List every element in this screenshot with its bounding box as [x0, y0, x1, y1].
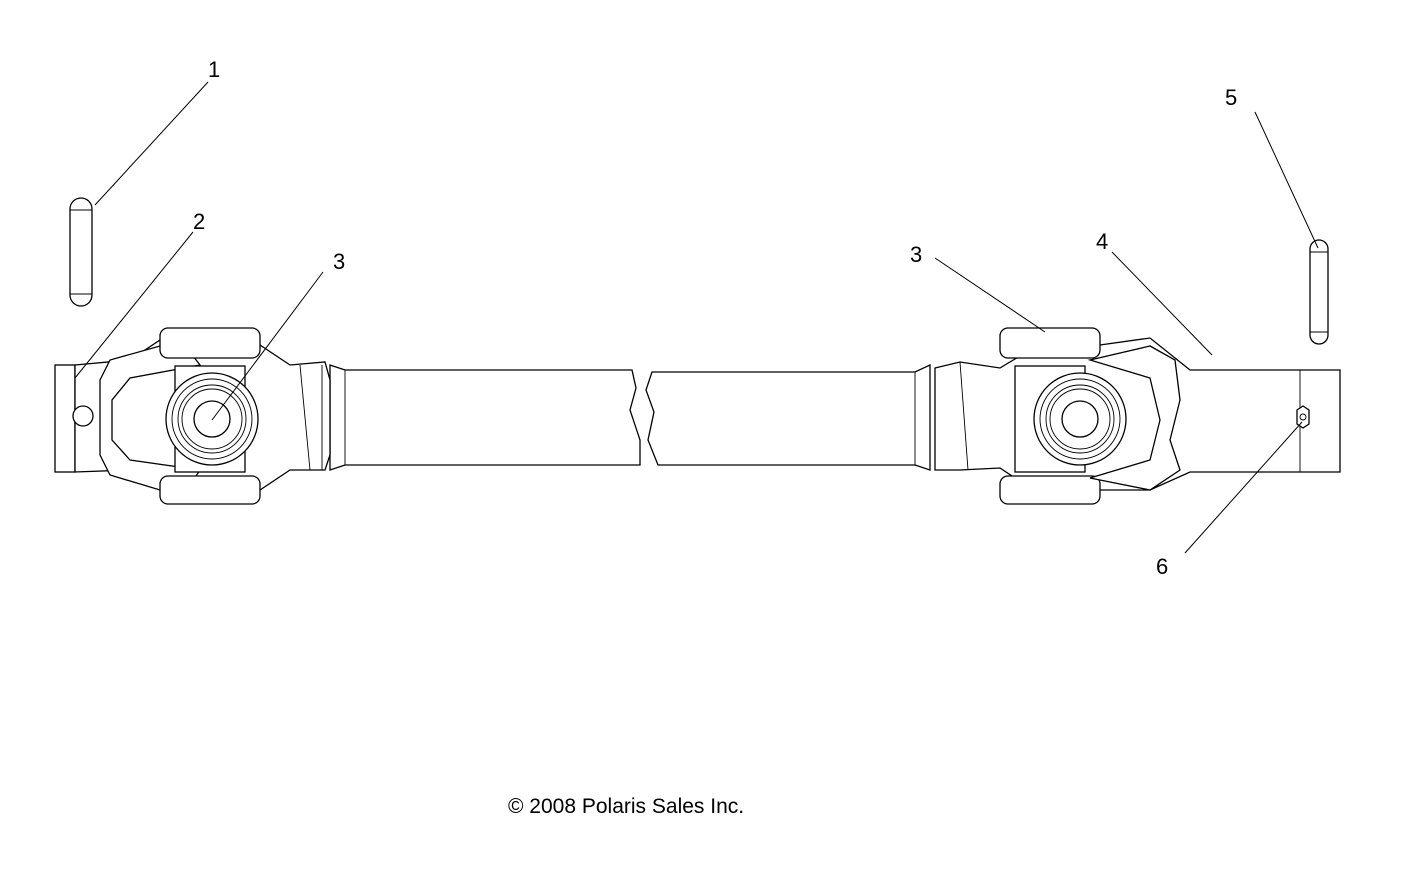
grease-fitting: [1296, 405, 1310, 429]
callout-5: 5: [1225, 85, 1238, 110]
roll-pin-1: [69, 197, 93, 307]
u-joint-left: [54, 327, 331, 505]
copyright-text: © 2008 Polaris Sales Inc.: [508, 795, 745, 818]
u-joint-right: [934, 327, 1341, 505]
shaft-tube: [329, 363, 931, 471]
roll-pin-5: [1309, 239, 1329, 345]
callout-3-right: 3: [910, 242, 923, 267]
callout-2: 2: [193, 209, 206, 234]
callout-1: 1: [208, 57, 221, 82]
callout-4: 4: [1096, 229, 1109, 254]
leader-lines: [74, 81, 1319, 554]
callout-3-left: 3: [333, 249, 346, 274]
callout-6: 6: [1156, 554, 1169, 579]
